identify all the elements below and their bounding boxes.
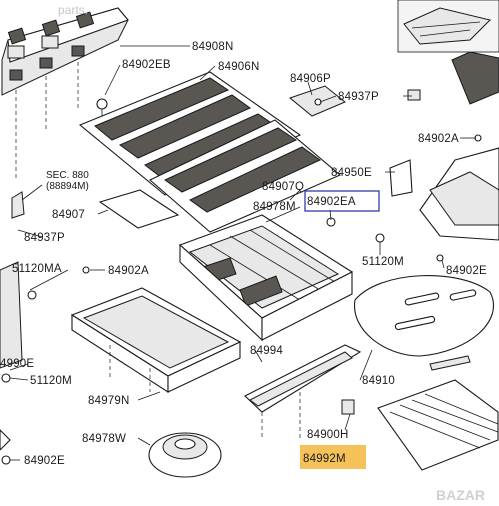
label-84908n: 84908N: [192, 41, 233, 53]
rear-trim-panel: [1, 7, 129, 180]
label-84992m: 84992M: [303, 453, 346, 465]
clip-markers-top-left: [7, 35, 108, 120]
label-84910: 84910: [362, 375, 395, 387]
lower-storage-tray: [70, 287, 242, 394]
floor-mat-84907: [98, 189, 180, 229]
label-84979n: 84979N: [88, 395, 129, 407]
label-sec880-sub: (88894M): [46, 181, 89, 192]
label-84907: 84907: [52, 209, 85, 221]
label-84978w: 84978W: [82, 433, 126, 445]
label-51120ma: 51120MA: [12, 263, 62, 275]
label-84994: 84994: [250, 345, 283, 357]
label-84902a-mid: 84902A: [108, 265, 149, 277]
label-84978m: 84978M: [253, 201, 296, 213]
label-84950e: 84950E: [331, 167, 372, 179]
leader-lines: [9, 45, 476, 461]
label-84937p-left: 84937P: [24, 232, 65, 244]
label-84906p: 84906P: [290, 73, 331, 85]
label-51120m-left: 51120M: [30, 375, 72, 387]
label-84902a-right: 84902A: [418, 133, 459, 145]
highlight-fill-84992m: [300, 445, 366, 469]
left-body-panel: [0, 261, 23, 451]
label-84902e-right: 84902E: [446, 265, 487, 277]
spare-tire-cover: [354, 275, 495, 357]
side-cover-84906p: [288, 85, 346, 117]
label-84990e: 4990E: [0, 358, 34, 370]
label-51120m-right: 51120M: [362, 256, 404, 268]
label-sec880: SEC. 880: [46, 170, 89, 181]
rear-storage-crate: [377, 355, 499, 471]
upper-storage-tray: [178, 214, 354, 342]
label-84906n: 84906N: [218, 61, 259, 73]
label-84900h: 84900H: [307, 429, 348, 441]
label-84902ea: 84902EA: [307, 196, 356, 208]
label-84937p-top: 84937P: [338, 91, 379, 103]
fastener-markers: [1, 89, 482, 465]
vehicle-thumbnail: [397, 0, 499, 53]
spare-tire: [148, 432, 222, 478]
label-84902e-bottom: 84902E: [24, 455, 65, 467]
rear-sill-plate: [244, 344, 362, 440]
label-84902eb: 84902EB: [122, 59, 171, 71]
watermark-bottom: BAZAR: [436, 487, 485, 503]
bracket-sec880: [11, 191, 25, 219]
watermark-top: parts.: [58, 3, 88, 17]
label-84907q: 84907Q: [262, 181, 304, 193]
right-body-panel: [389, 51, 499, 241]
highlight-box-84902ea: [304, 190, 380, 212]
luggage-floor-board: [78, 71, 342, 233]
